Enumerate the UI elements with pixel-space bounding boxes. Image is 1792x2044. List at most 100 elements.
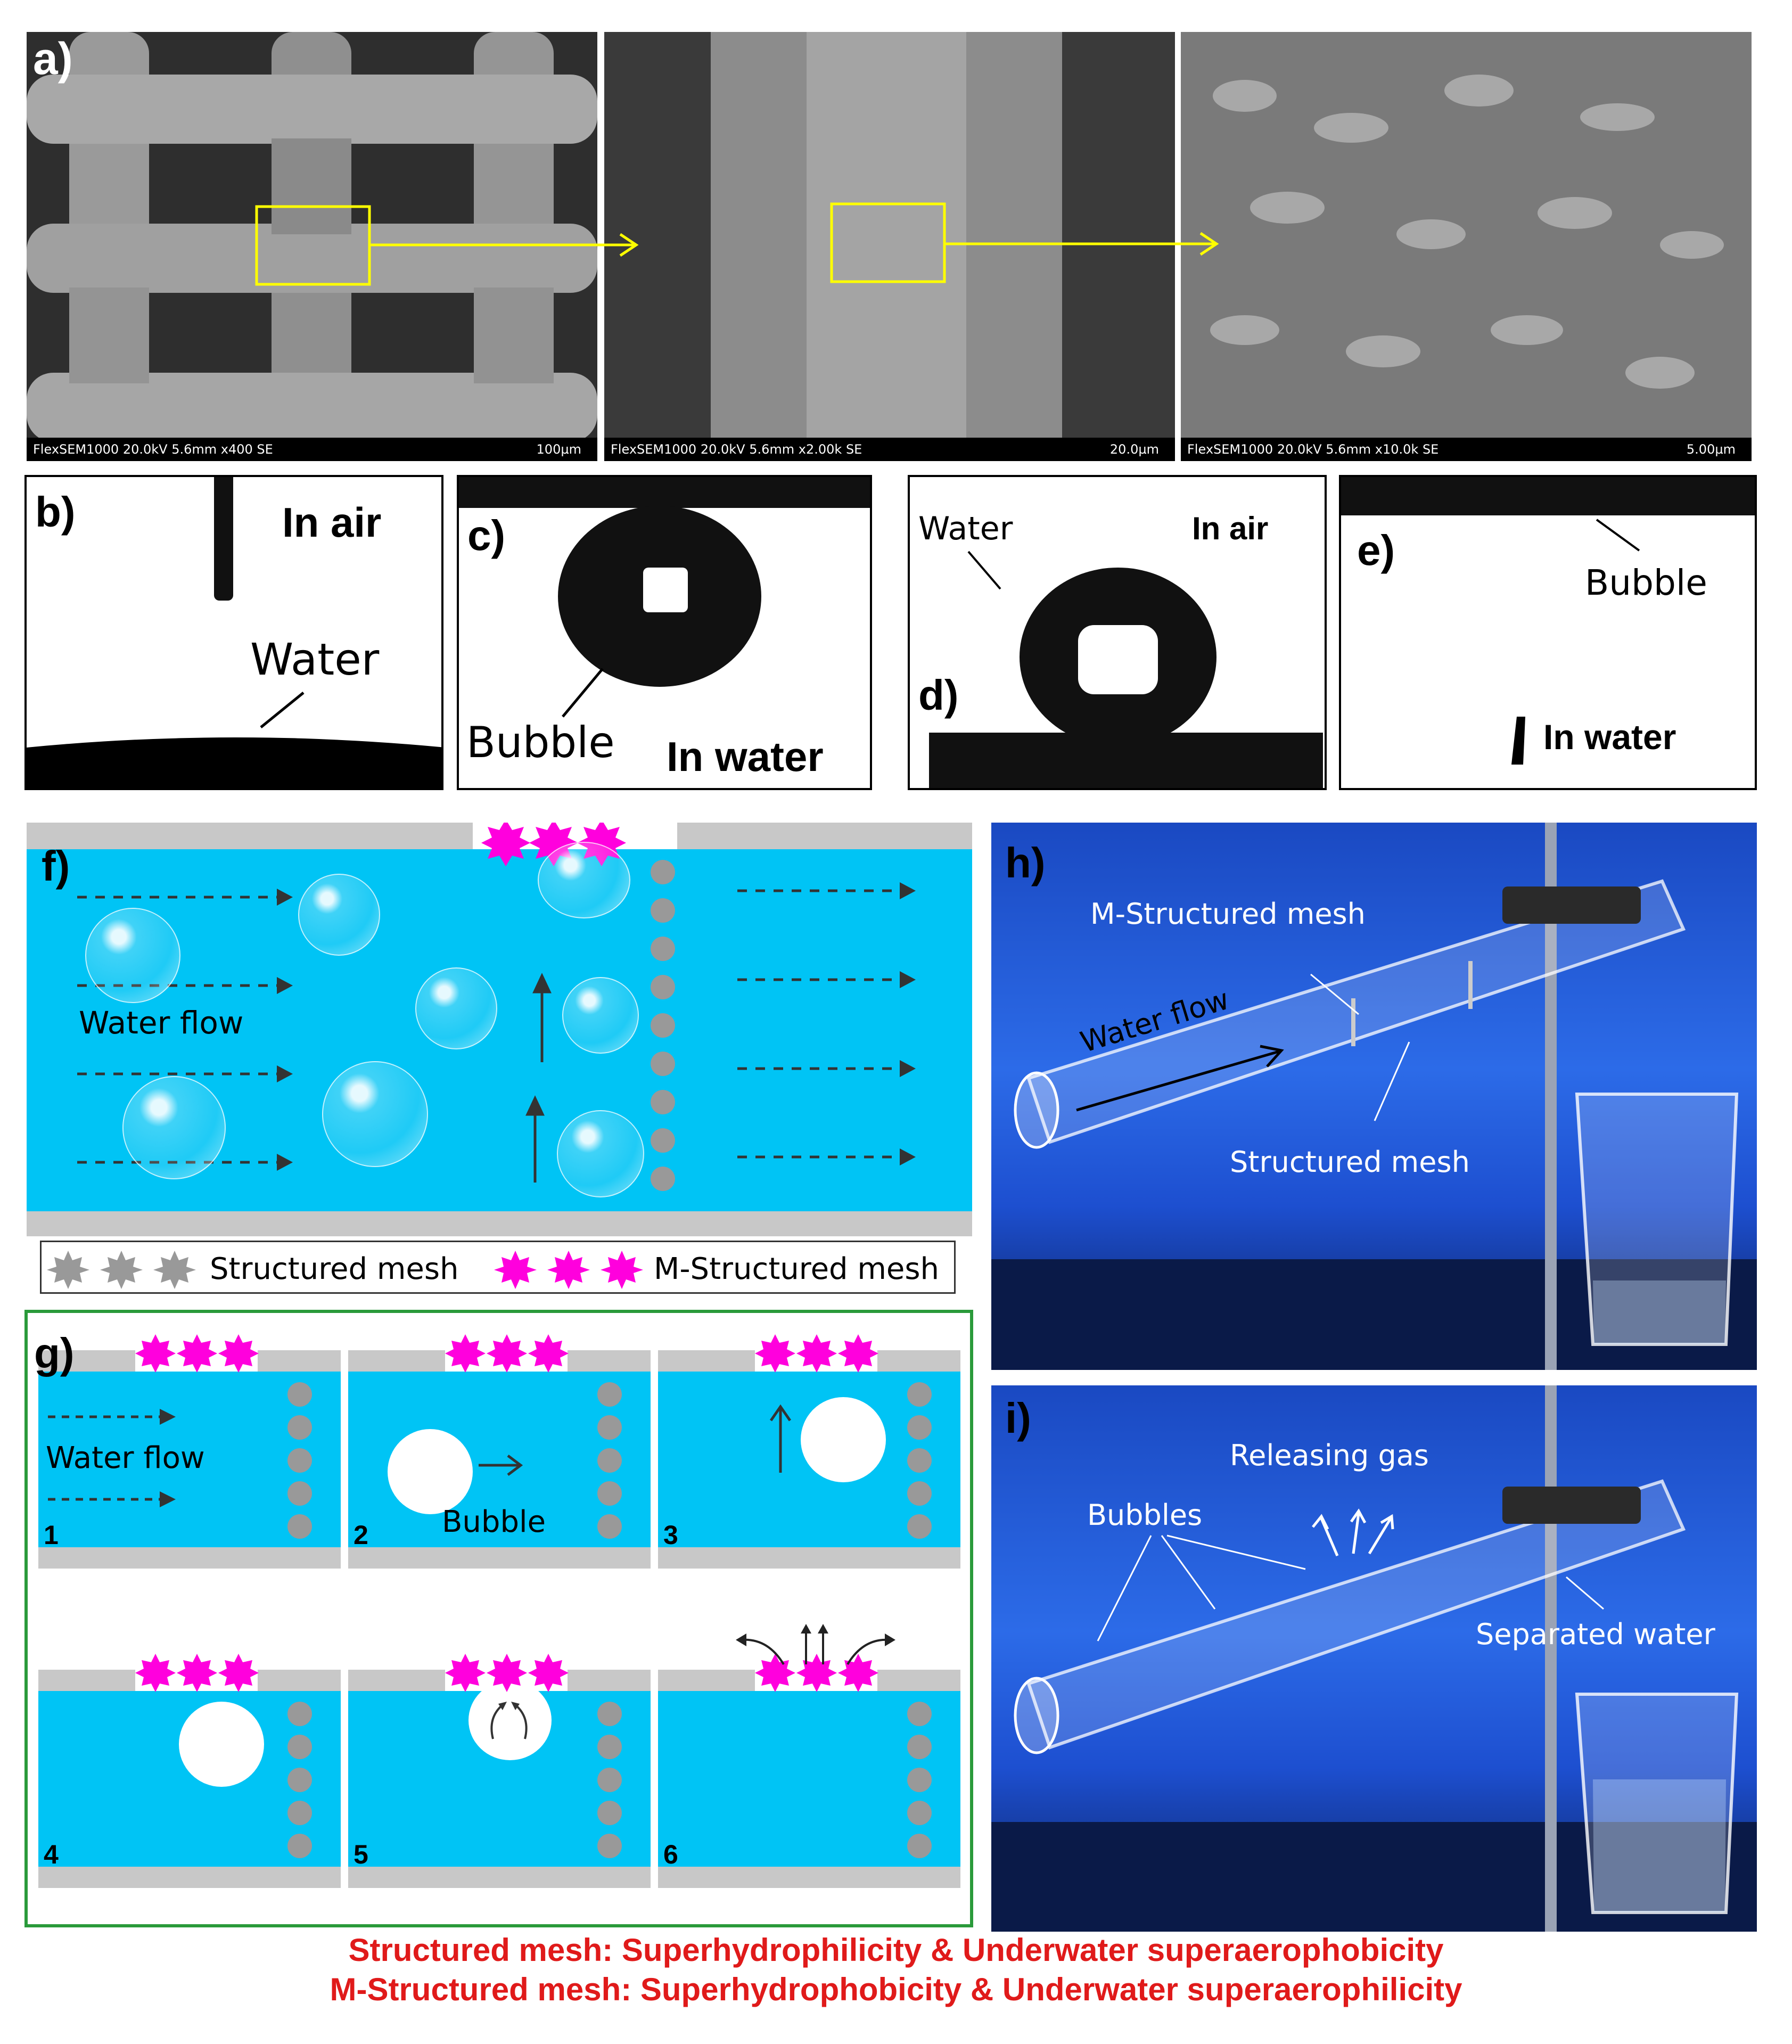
panel-e: e) Bubble In water <box>1339 475 1757 790</box>
mesh-dot <box>907 1514 932 1539</box>
gas-bubble <box>538 842 630 918</box>
panel-i-bubbles-label: Bubbles <box>1087 1498 1203 1532</box>
mesh-dot <box>597 1415 622 1440</box>
mesh-dot <box>651 975 675 999</box>
step-number: 3 <box>663 1520 678 1550</box>
mesh-dot <box>651 1013 675 1038</box>
mesh-dot <box>287 1735 312 1759</box>
mesh-dot <box>651 1167 675 1191</box>
mesh-dot <box>651 860 675 884</box>
footer-line-2: M-Structured mesh: Superhydrophobicity &… <box>330 1972 1462 2007</box>
mesh-dot <box>907 1448 932 1473</box>
panel-h-m-mesh-label: M-Structured mesh <box>1090 897 1366 931</box>
bottom-wall <box>38 1547 341 1569</box>
substrate <box>929 733 1323 788</box>
gas-bubble <box>122 1076 226 1179</box>
panel-b-label: b) <box>35 488 76 536</box>
panel-i-sep-label: Separated water <box>1476 1618 1715 1651</box>
droplet-highlight <box>1078 625 1158 694</box>
step-3: 3 <box>658 1329 960 1569</box>
mesh-dot <box>907 1415 932 1440</box>
panel-d: Water In air d) <box>908 475 1327 790</box>
panel-e-shapes <box>1511 519 1640 765</box>
legend: Structured mesh M-Structured mesh <box>40 1241 956 1294</box>
panel-c-label: c) <box>467 512 506 559</box>
step-4: 4 <box>38 1648 341 1888</box>
mesh-dot <box>287 1514 312 1539</box>
step-number: 2 <box>354 1520 368 1550</box>
mesh-dot <box>651 898 675 923</box>
panel-h-photo: h) M-Structured mesh Water flow Structur… <box>991 823 1757 1370</box>
step-5-graphics <box>445 1654 569 1739</box>
mesh-dot <box>597 1801 622 1825</box>
mesh-dot <box>287 1801 312 1825</box>
bottom-wall <box>348 1547 651 1569</box>
gas-bubble <box>298 874 380 956</box>
panel-a-label: a) <box>33 34 73 84</box>
mesh-dot <box>287 1768 312 1792</box>
panel-c-pointer <box>562 668 604 718</box>
mesh-dot <box>287 1448 312 1473</box>
mesh-dot <box>597 1382 622 1407</box>
panel-d-pointer <box>967 551 1001 590</box>
panel-f-flow-label: Water flow <box>79 1005 244 1041</box>
mesh-dot <box>651 1090 675 1114</box>
step-number: 5 <box>354 1840 368 1869</box>
panel-g: Water flow 1 Bubble 2 <box>24 1310 973 1927</box>
panel-h-label: h) <box>1005 839 1046 886</box>
mesh-dot <box>907 1481 932 1506</box>
gas-bubble <box>322 1061 428 1167</box>
panel-c-env: In water <box>667 733 824 780</box>
mesh-dot <box>907 1801 932 1825</box>
panel-b: b) In air Water <box>24 475 443 790</box>
mesh-dot <box>651 1128 675 1153</box>
panel-c-bubble-label: Bubble <box>466 718 615 767</box>
legend-markers <box>47 1251 643 1289</box>
panel-d-env: In air <box>1192 511 1269 546</box>
panel-h-mesh-label: Structured mesh <box>1230 1145 1470 1179</box>
mesh-dot <box>287 1702 312 1726</box>
step-number: 6 <box>663 1840 678 1869</box>
fiber-closeup-texture <box>604 32 1175 461</box>
bottom-wall <box>348 1867 651 1888</box>
panel-i-label: i) <box>1005 1394 1031 1442</box>
step-4-graphics <box>135 1654 259 1692</box>
step-number: 1 <box>44 1520 59 1550</box>
mesh-dot <box>597 1514 622 1539</box>
bottom-wall <box>658 1547 960 1569</box>
mesh-dot <box>651 937 675 961</box>
bottom-wall <box>38 1867 341 1888</box>
apparatus-illustration-i <box>991 1385 1757 1932</box>
water-film-shape <box>27 692 441 788</box>
mesh-dot <box>907 1768 932 1792</box>
step-5: 5 <box>348 1648 651 1888</box>
mesh-dot <box>907 1834 932 1858</box>
mesh-dot <box>597 1768 622 1792</box>
mesh-dot <box>597 1481 622 1506</box>
top-wall-left <box>27 823 473 849</box>
white-bubble <box>388 1429 473 1514</box>
footer-line-1: Structured mesh: Superhydrophilicity & U… <box>348 1932 1444 1968</box>
mesh-dot <box>597 1702 622 1726</box>
mesh-dot <box>287 1382 312 1407</box>
step-1-flow-label: Water flow <box>46 1441 205 1475</box>
gas-bubble <box>85 908 180 1003</box>
legend-structured: Structured mesh <box>210 1252 459 1286</box>
mesh-dot <box>287 1481 312 1506</box>
mesh-dot <box>651 1052 675 1076</box>
mesh-dot <box>287 1415 312 1440</box>
step-6: 6 <box>658 1648 960 1888</box>
top-substrate <box>1341 477 1755 515</box>
needle <box>214 477 233 601</box>
panel-b-env: In air <box>282 499 382 546</box>
top-substrate <box>459 477 870 508</box>
top-wall-right <box>677 823 972 849</box>
gas-bubble <box>415 967 497 1049</box>
apparatus-illustration-h <box>991 823 1757 1370</box>
panel-f-label: f) <box>42 842 70 890</box>
